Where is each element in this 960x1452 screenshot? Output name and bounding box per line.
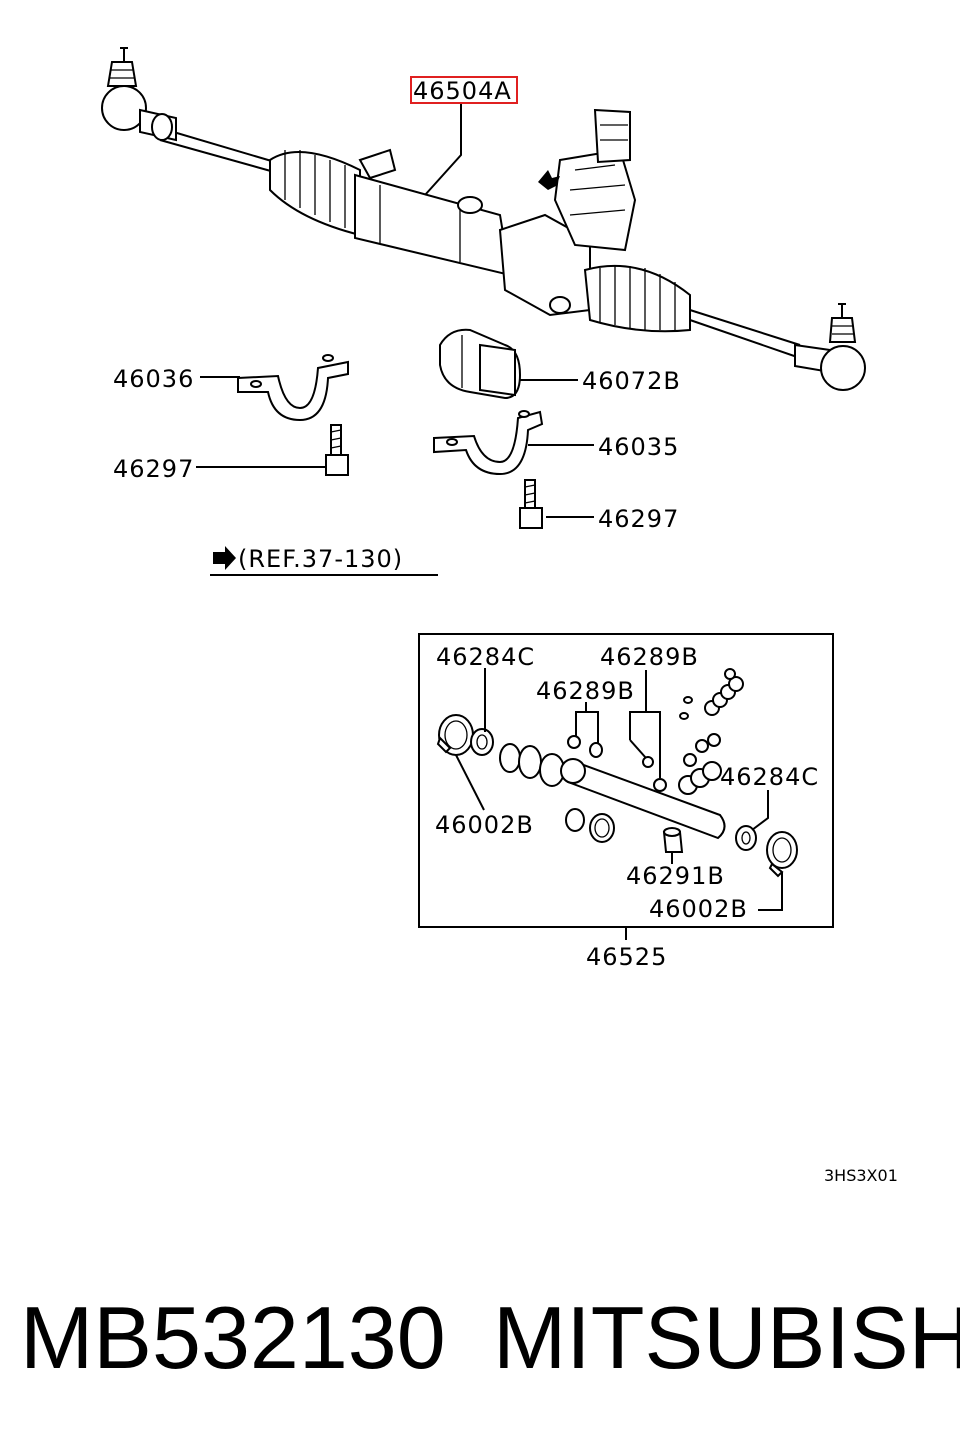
label-bolt-right: 46297 [598, 505, 679, 533]
label-clamp-right: 46002B [649, 895, 748, 923]
steering-gear-assembly [101, 47, 866, 391]
boot-left [269, 150, 361, 237]
bolt-left [325, 424, 349, 476]
boot-right [583, 264, 691, 333]
rack-bushing [439, 328, 522, 400]
tie-rod-end-left [101, 47, 177, 142]
label-kit-bushing: 46291B [626, 862, 725, 890]
label-seal-left: 46284C [436, 643, 535, 671]
part-number: MB532130 [20, 1288, 446, 1387]
tie-rod-end-right [794, 303, 866, 391]
rack-shaft [499, 743, 726, 840]
label-kit-number: 46525 [586, 943, 667, 971]
brand-name: MITSUBISHI [493, 1288, 960, 1387]
label-steering-gear: 46504A [413, 77, 512, 105]
bolt-right [519, 479, 543, 529]
direction-arrow-icon [538, 170, 560, 190]
bracket-left [237, 354, 349, 422]
seal-left [470, 728, 494, 756]
pinion-valve-housing [498, 108, 637, 317]
repair-kit-box: 46284C 46289B 46289B 46284C 46002B 46291… [418, 633, 834, 928]
highlight-box [410, 76, 518, 104]
label-seal-right: 46284C [720, 763, 819, 791]
kit-bushing [662, 827, 684, 853]
reference-arrow-icon [213, 546, 236, 570]
label-orings-top: 46289B [536, 677, 635, 705]
rack-housing [354, 148, 512, 277]
figure-code: 3HS3X01 [824, 1166, 898, 1185]
label-bracket-right: 46035 [598, 433, 679, 461]
label-bracket-left: 46036 [113, 365, 194, 393]
clamp-left [436, 714, 474, 756]
label-clamp-left: 46002B [435, 811, 534, 839]
bracket-right [433, 410, 544, 476]
valve-seal-stack [678, 668, 744, 795]
label-bushing: 46072B [582, 367, 681, 395]
clamp-right [766, 831, 798, 878]
reference-label: (REF.37-130) [238, 545, 403, 573]
label-bolt-left: 46297 [113, 455, 194, 483]
seal-right [735, 825, 757, 851]
label-orings-mid: 46289B [600, 643, 699, 671]
